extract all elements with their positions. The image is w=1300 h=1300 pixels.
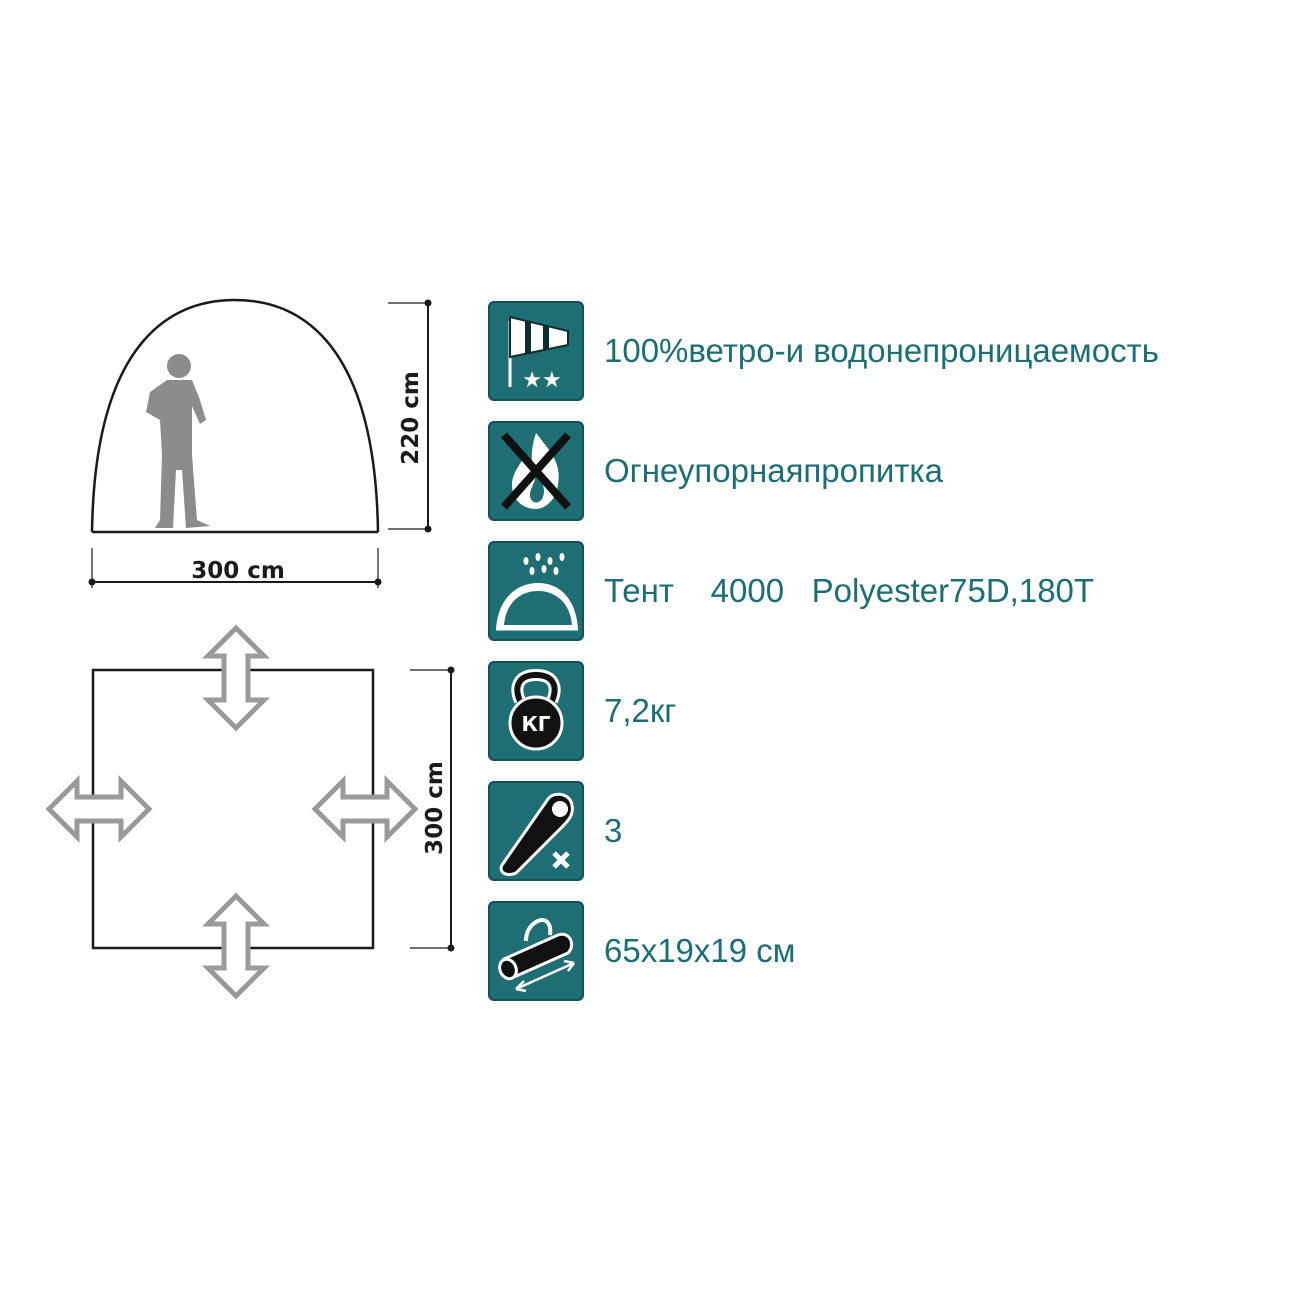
kettlebell-label: КГ (521, 712, 550, 736)
spec-text-capacity: 3 (604, 812, 623, 849)
height-dimension: 220 cm (388, 299, 432, 533)
spec-row-waterproof: ★★ 100%ветро-и водонепроницаемость (488, 300, 1159, 402)
spec-row-pack-size: 65x19x19 см (488, 900, 795, 1002)
spec-text-waterproof: 100%ветро-и водонепроницаемость (604, 332, 1159, 369)
sleeping-bag-icon (488, 781, 584, 881)
fire-resistant-icon (488, 421, 584, 521)
windsock-icon: ★★ (488, 301, 584, 401)
spec-text-weight: 7,2кг (604, 692, 677, 729)
person-silhouette-icon (146, 354, 210, 528)
spec-row-capacity: 3 (488, 780, 622, 882)
carry-bag-icon (488, 901, 584, 1001)
height-label: 220 cm (398, 371, 424, 465)
spec-text-fireproof: Огнеупорнаяпропитка (604, 452, 943, 489)
floor-depth-dimension: 300 cm (410, 666, 455, 952)
kettlebell-weight-icon: КГ (488, 661, 584, 761)
width-label: 300 cm (191, 558, 285, 584)
width-dimension: 300 cm (88, 548, 382, 588)
door-arrow-right-icon (311, 774, 419, 844)
door-arrow-top-icon (201, 624, 271, 732)
door-arrow-left-icon (45, 774, 153, 844)
spec-row-fireproof: Огнеупорнаяпропитка (488, 420, 943, 522)
floor-depth-label: 300 cm (422, 761, 448, 855)
tent-side-outline (90, 298, 380, 533)
spec-text-fabric: Тент 4000 Polyester75D,180T (604, 572, 1095, 609)
rain-tent-icon (488, 541, 584, 641)
door-arrow-bottom-icon (201, 892, 271, 1000)
spec-row-weight: КГ 7,2кг (488, 660, 676, 762)
spec-text-pack-size: 65x19x19 см (604, 932, 796, 969)
spec-row-fabric: Тент 4000 Polyester75D,180T (488, 540, 1094, 642)
svg-text:★★: ★★ (522, 368, 561, 393)
